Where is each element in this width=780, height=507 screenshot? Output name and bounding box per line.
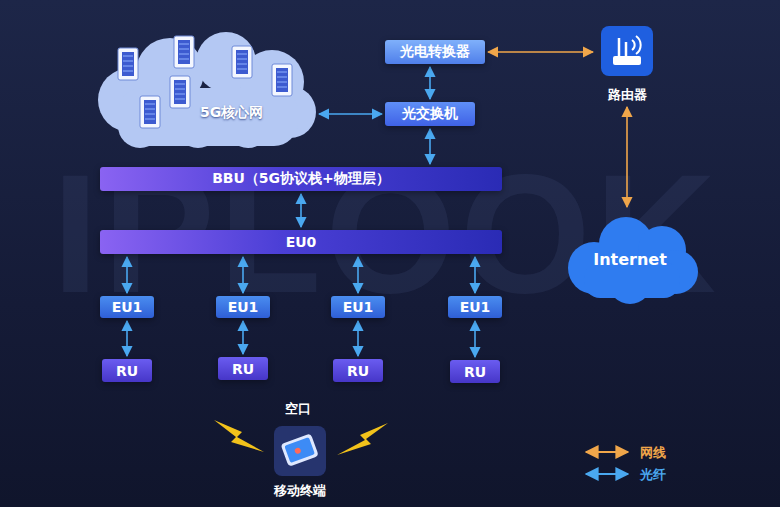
node-label: BBU（5G协议栈+物理层） xyxy=(212,170,390,188)
fiber-connector xyxy=(300,194,302,227)
server-icon xyxy=(174,36,194,68)
eu1-box: EU1 xyxy=(100,296,154,318)
legend-line xyxy=(586,473,628,475)
server-icon xyxy=(118,48,138,80)
router-icon xyxy=(601,26,653,76)
fiber-connector xyxy=(357,257,359,293)
node-label: EU0 xyxy=(286,234,317,250)
fiber-connector xyxy=(474,321,476,357)
cloud-outline xyxy=(88,28,316,150)
node-label: EU1 xyxy=(228,299,259,315)
router-node: 路由器 xyxy=(596,26,658,104)
phone-icon xyxy=(274,426,326,476)
node-label: 路由器 xyxy=(608,86,647,104)
eu1-box: EU1 xyxy=(331,296,385,318)
node-label: EU1 xyxy=(343,299,374,315)
node-label: EU1 xyxy=(460,299,491,315)
node-label: 光电转换器 xyxy=(400,43,470,61)
eu1-box: EU1 xyxy=(216,296,270,318)
fiber-connector xyxy=(474,257,476,293)
cable-connector xyxy=(488,51,593,53)
node-label: 移动终端 xyxy=(274,482,326,500)
ru-box: RU xyxy=(450,360,500,383)
ru-box: RU xyxy=(333,359,383,382)
ru-box: RU xyxy=(102,359,152,382)
fiber-connector xyxy=(357,321,359,356)
ru-box: RU xyxy=(218,357,268,380)
fiber-connector xyxy=(429,67,431,99)
switch-box: 光交换机 xyxy=(385,102,475,126)
node-label: RU xyxy=(232,361,254,377)
node-label: RU xyxy=(116,363,138,379)
fiber-connector xyxy=(429,129,431,164)
internet-cloud: Internet xyxy=(560,210,700,304)
fiber-connector xyxy=(242,257,244,293)
converter-box: 光电转换器 xyxy=(385,40,485,64)
node-label: RU xyxy=(464,364,486,380)
server-icon xyxy=(170,76,190,108)
bbu-band: BBU（5G协议栈+物理层） xyxy=(100,167,502,191)
legend-line xyxy=(586,451,628,453)
air-interface-label: 空口 xyxy=(285,400,311,418)
fiber-connector xyxy=(242,321,244,354)
server-icon xyxy=(140,96,160,128)
lightning-bolt xyxy=(337,423,388,455)
terminal-node: 移动终端 xyxy=(260,422,340,502)
node-label: Internet xyxy=(593,250,667,269)
core-cloud: 5G核心网 xyxy=(88,28,316,150)
eu0-band: EU0 xyxy=(100,230,502,254)
node-label: RU xyxy=(347,363,369,379)
node-label: 光交换机 xyxy=(402,105,458,123)
eu1-box: EU1 xyxy=(448,296,502,318)
fiber-connector xyxy=(319,113,382,115)
node-label: EU1 xyxy=(112,299,143,315)
fiber-connector xyxy=(126,257,128,293)
legend-text: 光纤 xyxy=(640,466,666,484)
legend-text: 网线 xyxy=(640,444,666,462)
node-label: 5G核心网 xyxy=(200,104,263,122)
lightning-bolt xyxy=(214,420,264,452)
fiber-connector xyxy=(126,321,128,356)
cable-connector xyxy=(626,107,628,207)
server-icon xyxy=(232,46,252,78)
server-icon xyxy=(272,64,292,96)
